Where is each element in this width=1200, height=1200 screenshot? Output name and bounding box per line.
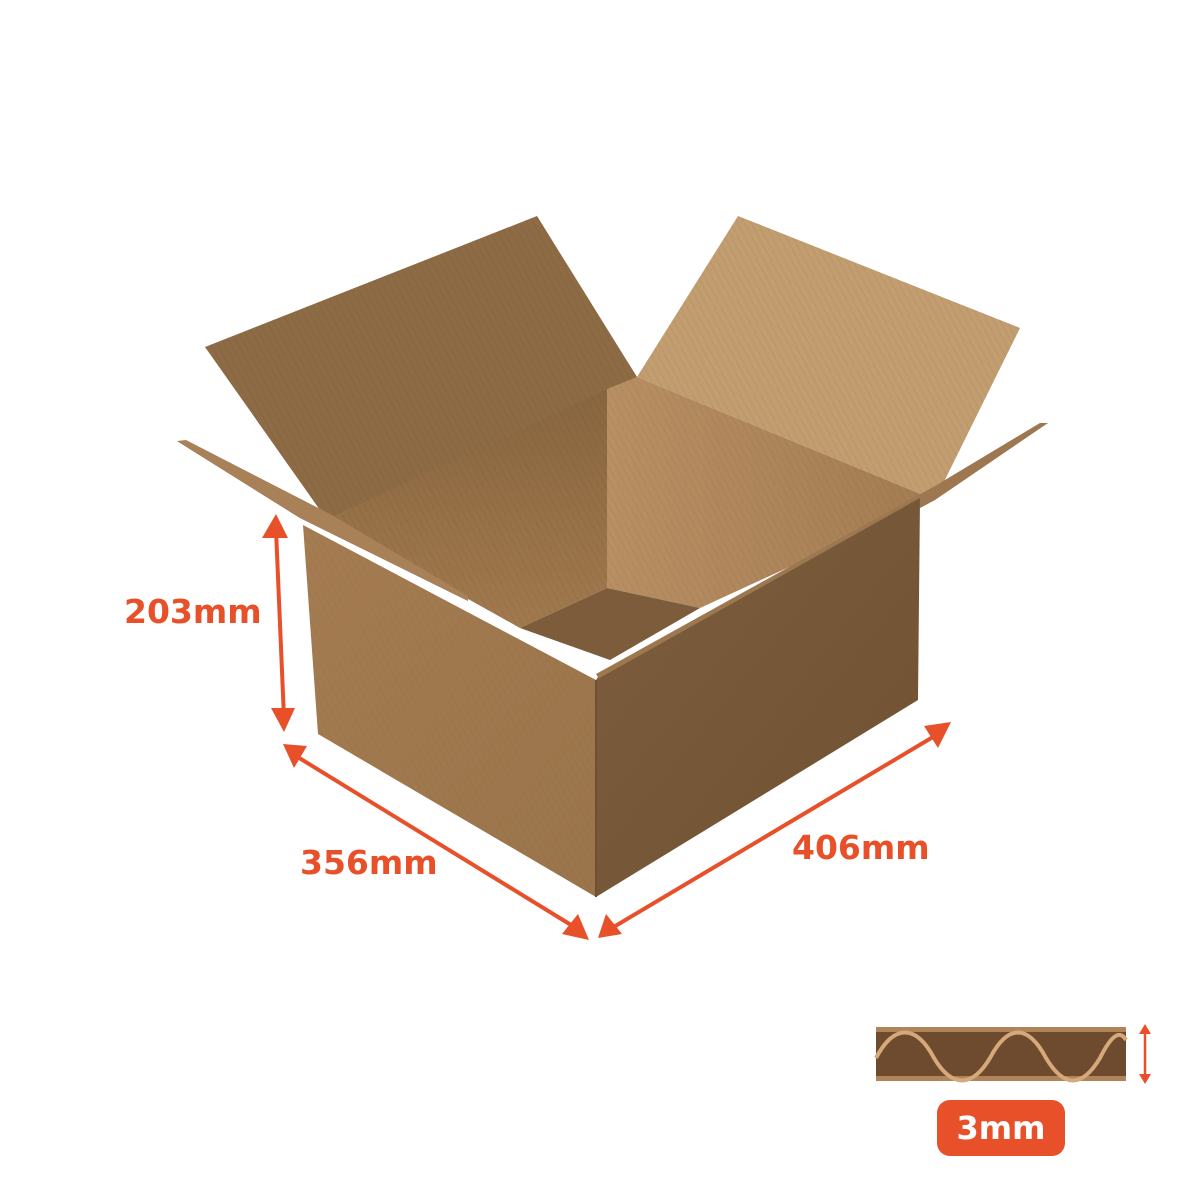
box-side-face [596,498,920,897]
flute-cross-section-icon [874,1024,1151,1084]
height-dimension-arrow [262,514,295,732]
inner-floor [520,588,700,660]
depth-dimension-arrow [283,744,589,940]
width-label: 406mm [792,828,930,867]
depth-label: 356mm [300,843,438,882]
width-dimension-arrow [598,722,951,938]
height-label: 203mm [124,592,262,631]
thickness-badge: 3mm [937,1100,1065,1156]
